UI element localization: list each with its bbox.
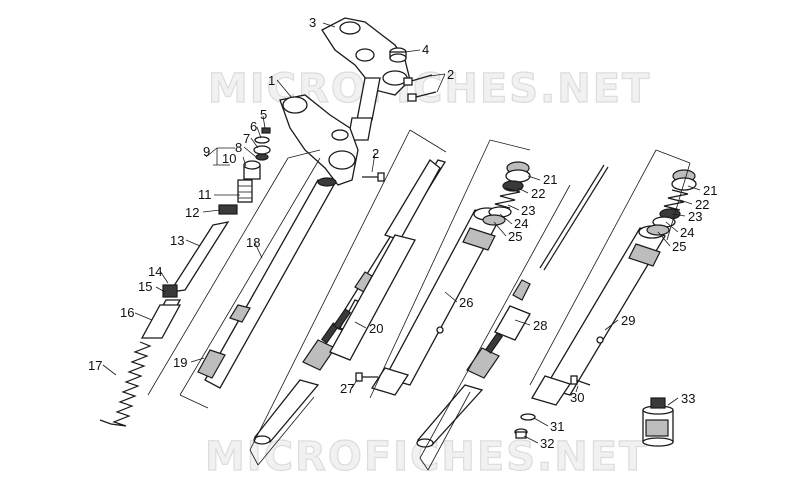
callout-29: 29 bbox=[621, 313, 635, 328]
callout-24-right: 24 bbox=[680, 225, 694, 240]
clamp-bolts-upper bbox=[403, 74, 437, 102]
washer-31 bbox=[520, 413, 536, 421]
callout-19: 19 bbox=[173, 355, 187, 370]
callout-23-left: 23 bbox=[521, 203, 535, 218]
lower-slider-left bbox=[329, 159, 441, 361]
callout-9: 9 bbox=[203, 144, 210, 159]
callout-7: 7 bbox=[243, 131, 250, 146]
callout-32: 32 bbox=[540, 436, 554, 451]
outer-slider-left bbox=[370, 207, 501, 396]
assembly-boundary-lines bbox=[147, 129, 691, 471]
small-parts-stack bbox=[140, 127, 271, 339]
callout-27: 27 bbox=[340, 381, 354, 396]
callout-30: 30 bbox=[570, 390, 584, 405]
fork-spring bbox=[99, 341, 152, 427]
callout-1: 1 bbox=[268, 73, 275, 88]
callout-labels: 3 4 2 1 2 5 6 7 8 9 10 11 12 13 14 15 16… bbox=[88, 15, 717, 451]
callout-16: 16 bbox=[120, 305, 134, 320]
callout-23-right: 23 bbox=[688, 209, 702, 224]
lower-triple-clamp bbox=[279, 94, 359, 186]
callout-8: 8 bbox=[235, 140, 242, 155]
callout-5: 5 bbox=[260, 107, 267, 122]
callout-6: 6 bbox=[250, 119, 257, 134]
fork-tube bbox=[197, 177, 337, 389]
callout-20: 20 bbox=[369, 321, 383, 336]
steering-stem bbox=[347, 77, 381, 141]
bolt-27 bbox=[355, 372, 378, 382]
callout-31: 31 bbox=[550, 419, 564, 434]
cap-nut bbox=[389, 47, 407, 63]
callout-25-right: 25 bbox=[672, 239, 686, 254]
callout-12: 12 bbox=[185, 205, 199, 220]
outer-slider-right bbox=[531, 225, 666, 406]
callout-11: 11 bbox=[198, 187, 212, 202]
fork-oil-bottle bbox=[642, 397, 674, 447]
callout-2-upper: 2 bbox=[447, 67, 454, 82]
callout-24-left: 24 bbox=[514, 216, 528, 231]
callout-15: 15 bbox=[138, 279, 152, 294]
callout-28: 28 bbox=[533, 318, 547, 333]
callout-33: 33 bbox=[681, 391, 695, 406]
callout-10: 10 bbox=[222, 151, 236, 166]
callout-13: 13 bbox=[170, 233, 184, 248]
callout-25-left: 25 bbox=[508, 229, 522, 244]
callout-14: 14 bbox=[148, 264, 162, 279]
drain-screw-32 bbox=[514, 428, 528, 439]
leader-lines bbox=[102, 22, 701, 444]
callout-22-right: 22 bbox=[695, 197, 709, 212]
callout-21-left: 21 bbox=[543, 172, 557, 187]
clamp-bolt-lower bbox=[362, 172, 385, 182]
seal-stack-left bbox=[482, 161, 531, 226]
callout-18: 18 bbox=[246, 235, 260, 250]
callout-2-lower: 2 bbox=[372, 146, 379, 161]
callout-17: 17 bbox=[88, 358, 102, 373]
callout-22-left: 22 bbox=[531, 186, 545, 201]
callout-26: 26 bbox=[459, 295, 473, 310]
callout-3: 3 bbox=[309, 15, 316, 30]
callout-21-right: 21 bbox=[703, 183, 717, 198]
callout-4: 4 bbox=[422, 42, 429, 57]
bolt-30 bbox=[570, 375, 591, 386]
